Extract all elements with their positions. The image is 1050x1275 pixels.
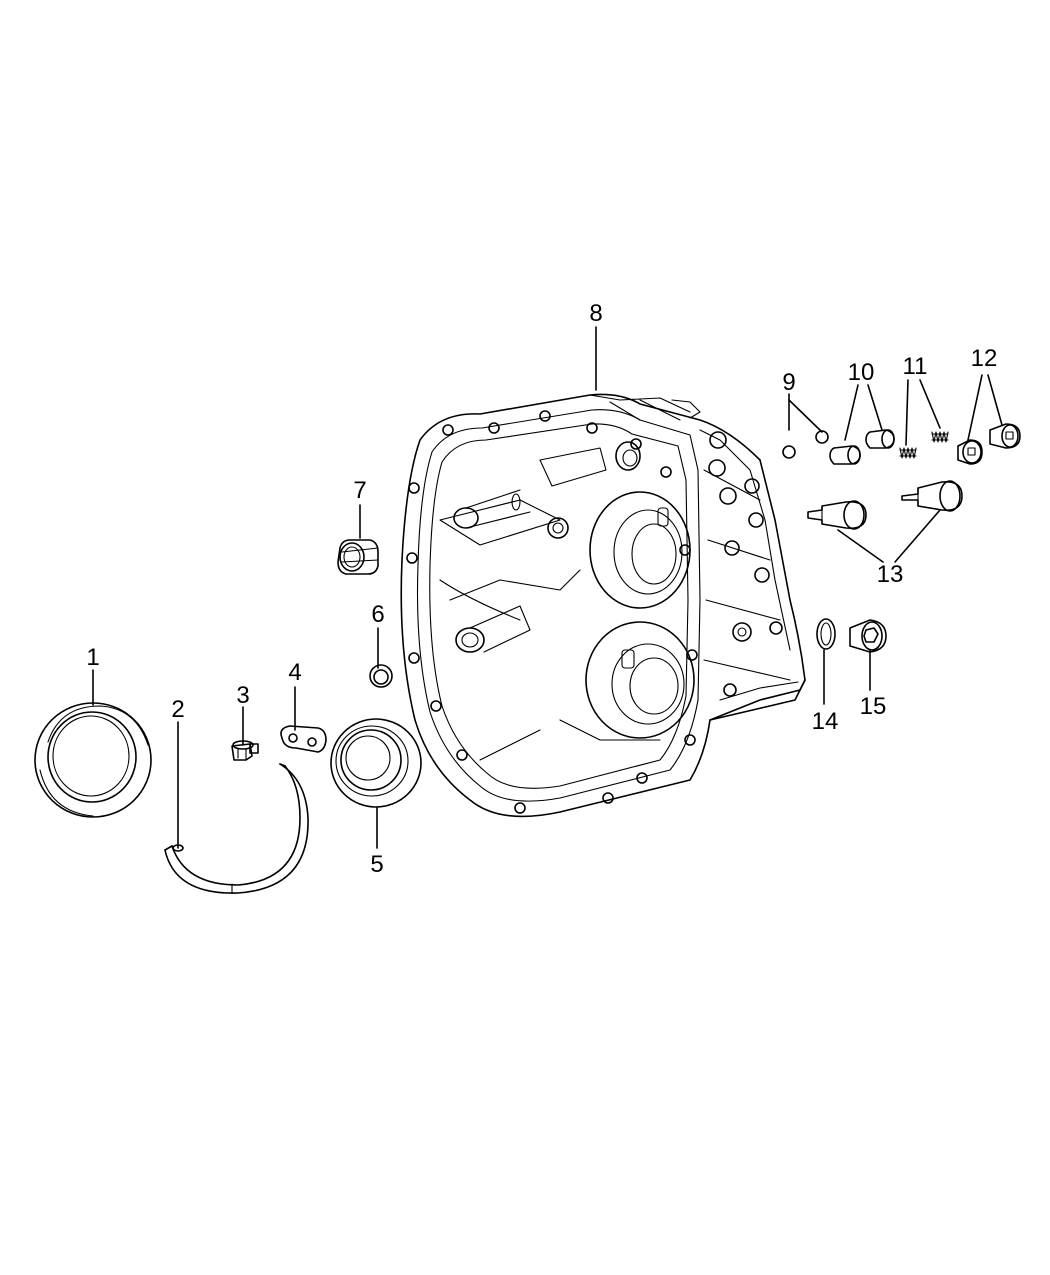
callout-labels: 1 2 3 4 5 6 7 8 9 10 11 12 13 14 15: [86, 300, 997, 878]
part-7-needle-bearing: [337, 539, 379, 575]
part-15-drain-plug: [849, 619, 887, 653]
part-13-detent-plungers: [807, 480, 963, 530]
callout-9: 9: [782, 369, 795, 396]
callout-6: 6: [371, 601, 384, 628]
callout-5: 5: [370, 851, 383, 878]
part-10-plungers: [829, 429, 895, 465]
flange-bolt-holes: [406, 410, 698, 814]
callout-8: 8: [589, 300, 602, 327]
part-14-washer: [816, 618, 836, 650]
callout-10: 10: [848, 359, 875, 386]
part-1-seal-ring: [34, 702, 152, 818]
callout-7: 7: [353, 477, 366, 504]
part-4-bracket-plate: [280, 725, 327, 753]
callout-1: 1: [86, 644, 99, 671]
part-9-check-balls: [782, 430, 829, 459]
callout-2: 2: [171, 696, 184, 723]
callout-4: 4: [288, 659, 301, 686]
leader-lines: [92, 326, 1003, 849]
part-2-snap-ring: [164, 763, 309, 894]
callout-3: 3: [236, 682, 249, 709]
callout-11: 11: [903, 353, 928, 380]
callout-15: 15: [860, 693, 887, 720]
callout-13: 13: [877, 561, 904, 588]
part-11-springs: [899, 431, 949, 459]
part-12-plug-caps: [957, 423, 1021, 465]
part-5-bearing-seal: [330, 718, 422, 808]
part-3-plug-bolt: [231, 740, 259, 761]
part-6-small-ring: [369, 664, 393, 688]
callout-14: 14: [812, 708, 839, 735]
callout-12: 12: [971, 345, 998, 372]
part-8-transmission-case: [400, 393, 806, 818]
